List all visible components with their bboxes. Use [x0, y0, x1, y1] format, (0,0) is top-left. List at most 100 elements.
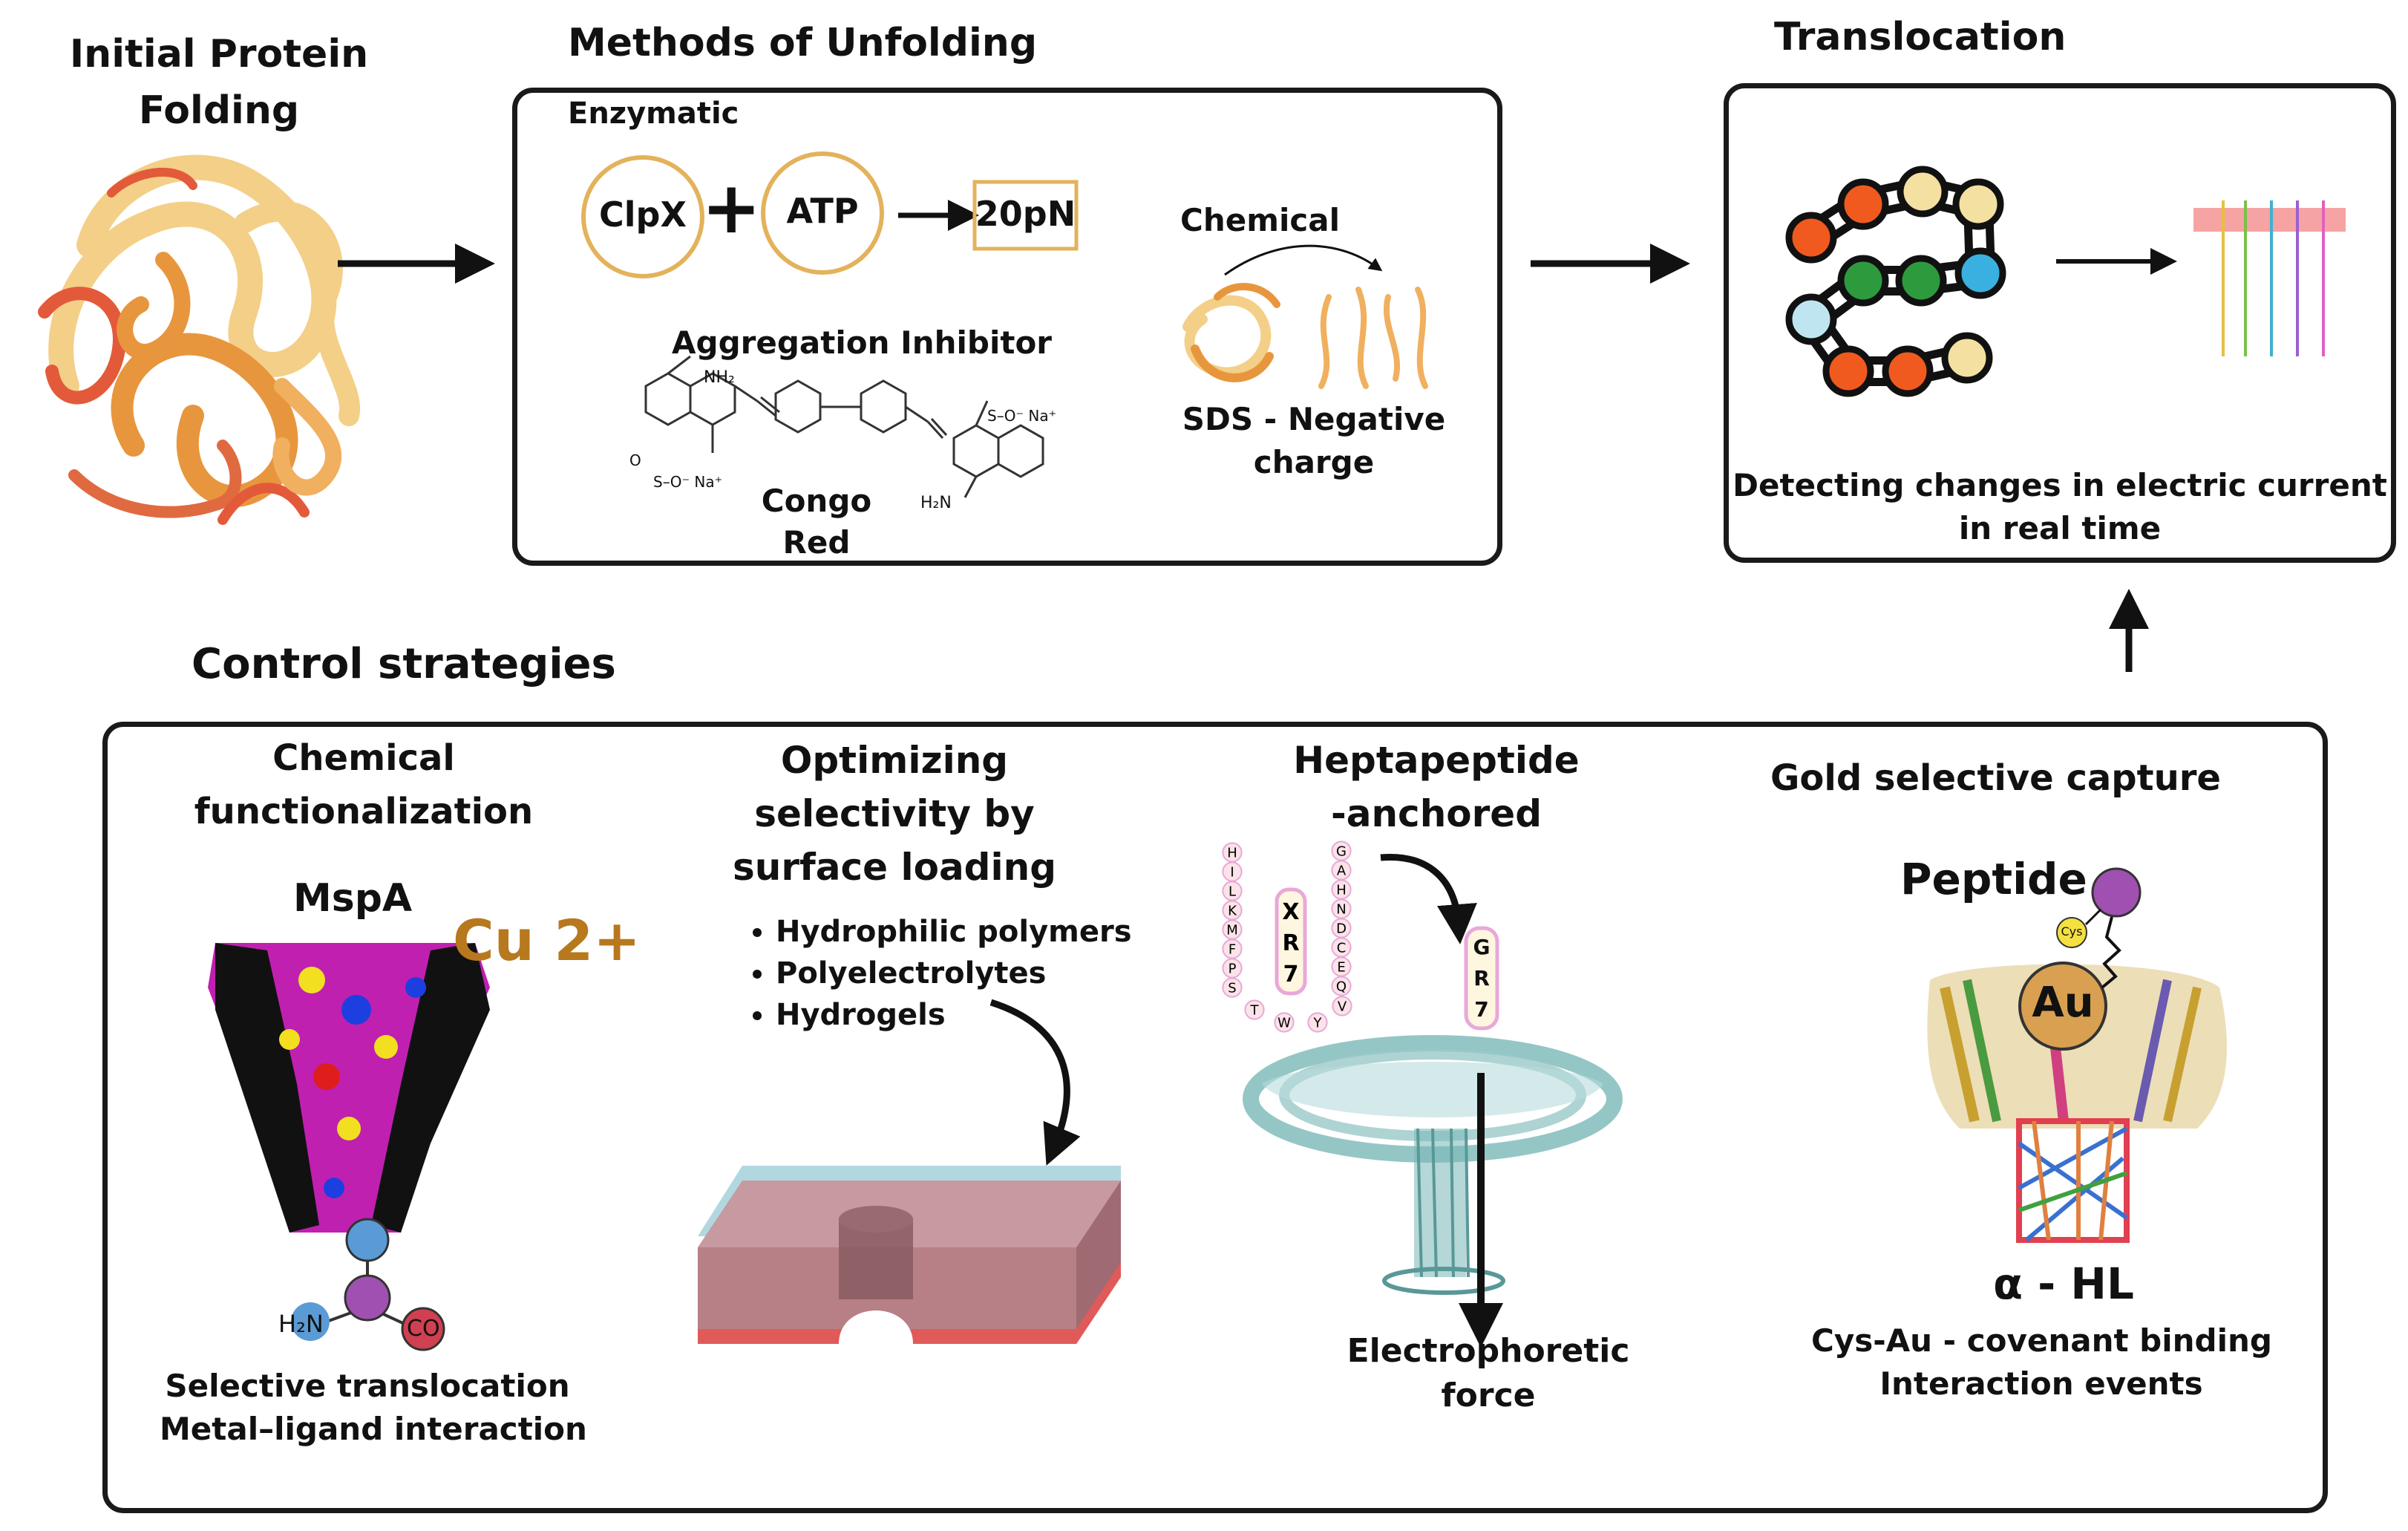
ligand-purple-node: [344, 1274, 391, 1322]
peptide-residue-letter: M: [1226, 922, 1238, 938]
chem-func-title: Chemical functionalization: [178, 731, 549, 838]
alpha-hl-label: α - HL: [1993, 1259, 2134, 1309]
chem-func-caption1: Selective translocation: [165, 1368, 570, 1404]
bead: [1882, 345, 1934, 397]
sds-label: SDS - Negative charge: [1173, 398, 1455, 484]
peptide-residue-letter: L: [1228, 884, 1236, 899]
ligand-co-node: [401, 1307, 445, 1351]
translocation-title: Translocation: [1774, 15, 2067, 59]
current-trace-plot: [2193, 193, 2349, 364]
congo-line1: Congo: [761, 483, 872, 519]
folded-protein-small: [1182, 283, 1280, 382]
chemical-curved-arrow: [1224, 244, 1383, 276]
bead: [1897, 166, 1949, 218]
peptide-residue-letter: V: [1338, 999, 1347, 1014]
gold-au-particle: [2018, 962, 2107, 1051]
anchored-letter: R: [1473, 966, 1490, 990]
control-strategies-title: Control strategies: [192, 640, 616, 688]
peptide-residue-circle: [1332, 996, 1352, 1016]
initial-protein-ribbon: [38, 154, 361, 525]
translocation-caption-line1: Detecting changes in electric current: [1733, 467, 2387, 503]
mol-o-label: O: [629, 451, 641, 469]
anchored-letter: 7: [1474, 997, 1489, 1022]
sds-line1: SDS - Negative: [1182, 401, 1446, 437]
bead: [1837, 178, 1889, 230]
electrophoretic-label: Electrophoretic force: [1336, 1329, 1640, 1418]
gold-caption1: Cys-Au - covenant binding: [1811, 1322, 2272, 1359]
mol-h2n-label: H₂N: [920, 494, 952, 512]
chemical-label: Chemical: [1180, 202, 1341, 238]
anchored-letter: G: [1473, 935, 1491, 959]
bead: [1952, 178, 2004, 230]
bead-chain: [1785, 166, 2006, 397]
congo-red-structure: [644, 355, 1044, 498]
atp-circle: [761, 151, 884, 275]
peptide-residue-circle: [1274, 1012, 1295, 1033]
bullet-item: Hydrophilic polymers: [776, 915, 1132, 949]
peptide-residue-letter: D: [1336, 921, 1347, 936]
peptide-residue-letter: G: [1336, 843, 1347, 859]
electro-line1: Electrophoretic: [1347, 1332, 1630, 1370]
sds-line2: charge: [1253, 444, 1375, 480]
peptide-residue-letter: F: [1228, 941, 1236, 957]
peptide-residue-letter: K: [1228, 903, 1237, 918]
peptide-xr7-letter: X: [1282, 899, 1299, 925]
chem-func-line2: functionalization: [194, 791, 534, 832]
cys-label: Cys: [2061, 924, 2083, 938]
clpx-circle: [581, 155, 704, 278]
peptide-residue-circle: [1244, 999, 1265, 1020]
chem-func-caption: Selective translocation Metal–ligand int…: [160, 1365, 587, 1451]
initial-title-line2: Folding: [138, 88, 300, 133]
peptide-residue-letter: S: [1228, 980, 1236, 996]
anchored-peptide: [1464, 926, 1499, 1031]
force-label: 20pN: [975, 194, 1076, 234]
peptide-residue-letter: E: [1337, 959, 1345, 975]
peptide-residue-letter: Q: [1336, 979, 1347, 994]
unfolded-protein-small: [1318, 287, 1428, 389]
peptide-xr7-letter: 7: [1283, 962, 1299, 988]
gold-capture-title: Gold selective capture: [1770, 757, 2221, 799]
translocation-caption: Detecting changes in electric current in…: [1724, 464, 2396, 550]
mol-so3na-bot: S–O⁻ Na⁺: [653, 473, 723, 491]
optim-line2: selectivity by: [754, 792, 1035, 835]
peptide-residue-letter: W: [1277, 1015, 1291, 1031]
peptide-residue-letter: T: [1250, 1002, 1260, 1018]
peptide-residue-letter: H: [1227, 845, 1237, 861]
au-label: Au: [2032, 979, 2094, 1027]
ligand-h2n-node: [291, 1302, 330, 1341]
bullet-item: Polyelectrolytes: [776, 956, 1132, 990]
mspa-pore: [208, 943, 490, 1351]
heptapeptide-title: Heptapeptide -anchored: [1258, 734, 1614, 840]
peptide-residue-circle: [1222, 977, 1243, 998]
linker-chain: [2101, 916, 2121, 989]
congo-red-label: Congo Red: [742, 480, 891, 564]
anchor-curved-arrow: [1380, 853, 1477, 944]
peptide-residue-letter: Y: [1313, 1015, 1323, 1031]
co-label: CO: [407, 1316, 440, 1342]
bullet-item: Hydrogels: [776, 998, 1132, 1032]
peptide-xr7-capsule: [1275, 887, 1307, 996]
peptide-residue-letter: N: [1336, 901, 1346, 917]
mol-nh2-label: NH₂: [704, 368, 735, 387]
initial-title-line1: Initial Protein: [69, 32, 369, 76]
chem-func-line1: Chemical: [272, 737, 455, 779]
optim-line1: Optimizing: [780, 739, 1009, 782]
optim-line3: surface loading: [732, 846, 1056, 889]
membrane-block: [698, 1166, 1121, 1344]
cys-node: [2056, 917, 2087, 948]
ligand-blue-node: [345, 1218, 390, 1262]
congo-line2: Red: [782, 524, 851, 561]
peptide-label: Peptide: [1900, 854, 2087, 904]
enzymatic-label: Enzymatic: [568, 97, 739, 131]
bead: [1837, 255, 1889, 307]
gold-caption: Cys-Au - covenant binding Interaction ev…: [1811, 1319, 2272, 1406]
bead: [1785, 293, 1837, 345]
initial-protein-title: Initial Protein Folding: [67, 26, 371, 139]
force-box: [972, 180, 1079, 251]
hepta-line2: -anchored: [1330, 792, 1542, 835]
bead: [1941, 332, 1993, 384]
bead: [1895, 255, 1947, 307]
plus-sign: +: [701, 166, 762, 249]
